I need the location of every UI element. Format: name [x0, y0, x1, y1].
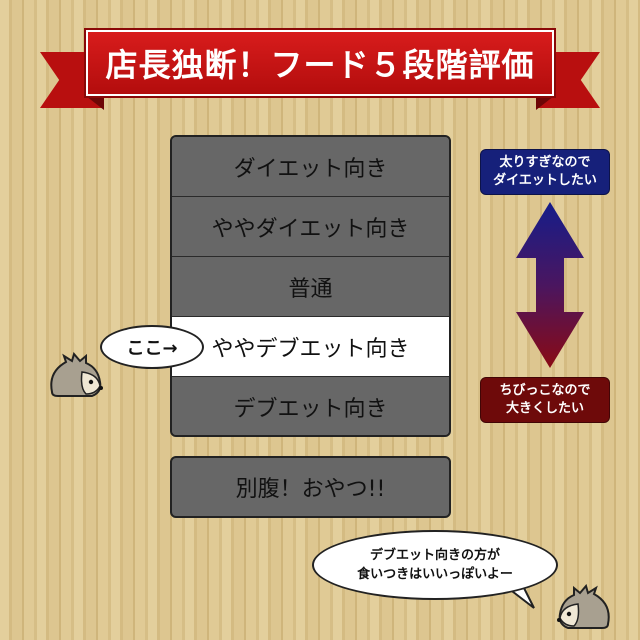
side-label-diet: 太りすぎなので ダイエットしたい	[480, 149, 610, 195]
hedgehog-icon	[557, 584, 610, 629]
here-bubble-text: ここ→	[126, 338, 178, 359]
side-label-grow: ちびっこなので 大きくしたい	[480, 377, 610, 423]
rating-level-slight-gain[interactable]: ややデブエット向き	[172, 317, 449, 377]
rating-level-gain[interactable]: デブエット向き	[172, 377, 449, 435]
side-label-line: 太りすぎなので	[499, 155, 591, 171]
snack-label: 別腹！おやつ!!	[235, 477, 386, 502]
rating-level-slight-diet[interactable]: ややダイエット向き	[172, 197, 449, 257]
tip-bubble: デブエット向きの方が 食いつきはいいっぽいよー	[312, 530, 558, 600]
tip-bubble-line: デブエット向きの方が	[369, 547, 500, 563]
rating-level-label: ややデブエット向き	[211, 336, 410, 362]
rating-level-label: ダイエット向き	[233, 156, 388, 182]
here-bubble: ここ→	[100, 325, 204, 369]
hedgehog-icon	[50, 352, 103, 397]
side-label-line: 大きくしたい	[505, 401, 584, 416]
rating-scale: ダイエット向き ややダイエット向き 普通 ややデブエット向き デブエット向き	[170, 135, 451, 437]
side-label-line: ダイエットしたい	[493, 173, 597, 188]
page-title: 店長独断！フード５段階評価	[105, 46, 535, 84]
rating-level-label: デブエット向き	[233, 397, 388, 422]
page-title-banner: 店長独断！フード５段階評価	[86, 30, 554, 96]
snack-button[interactable]: 別腹！おやつ!!	[170, 456, 451, 518]
tip-bubble-line: 食いつきはいいっぽいよー	[357, 567, 513, 582]
double-arrow-icon	[516, 202, 584, 368]
rating-level-label: 普通	[288, 276, 333, 302]
side-label-line: ちびっこなので	[499, 383, 591, 399]
rating-level-label: ややダイエット向き	[211, 216, 410, 242]
rating-level-normal[interactable]: 普通	[172, 257, 449, 317]
rating-level-diet[interactable]: ダイエット向き	[172, 137, 449, 197]
